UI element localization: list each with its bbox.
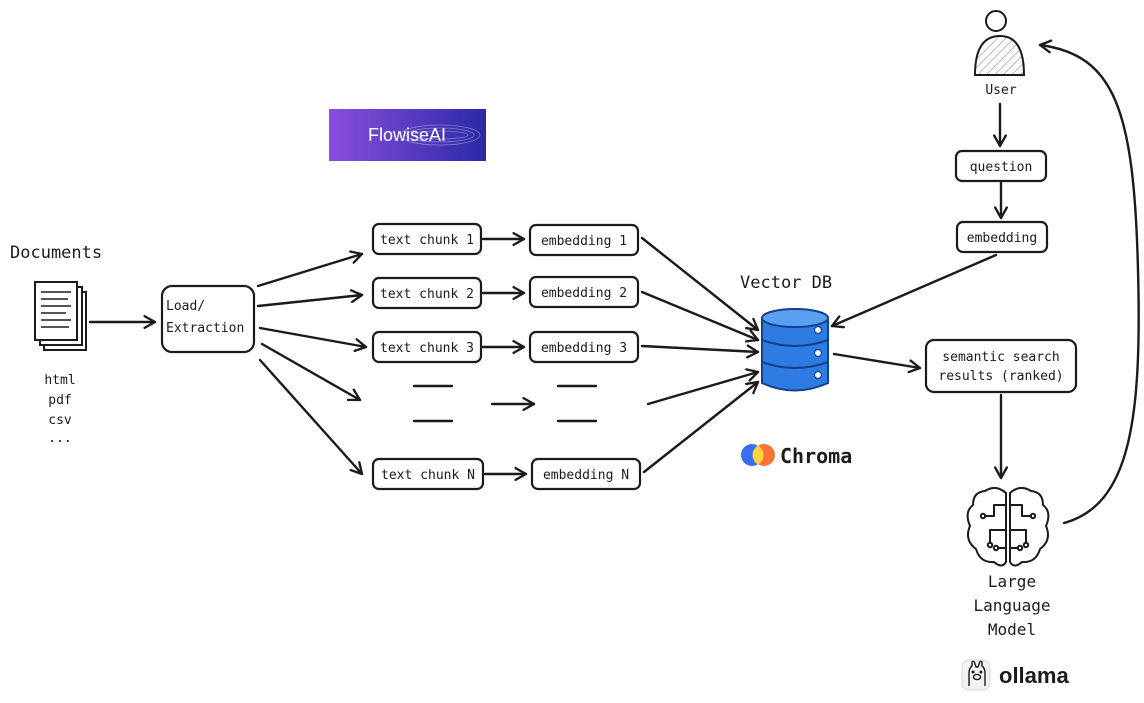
flowise-logo: FlowiseAI	[329, 109, 486, 161]
format-html: html	[44, 373, 75, 388]
arrow-emb2-to-db	[640, 290, 760, 343]
documents-group: Documents html pdf csv ...	[10, 243, 102, 446]
llm-line1: Large	[988, 572, 1036, 591]
question-label: question	[970, 160, 1033, 175]
text-chunk-2-label: text chunk 2	[380, 287, 474, 302]
text-chunk-3[interactable]: text chunk 3	[371, 330, 483, 364]
chroma-label: Chroma	[780, 444, 852, 468]
arrow-emb3-to-db	[640, 344, 760, 359]
arrow-load-to-chunk-ellipsis	[260, 342, 362, 402]
text-chunk-n[interactable]: text chunk N	[371, 457, 485, 491]
embedding-1-label: embedding 1	[541, 234, 627, 249]
user-label: User	[985, 83, 1016, 98]
format-csv: csv	[48, 413, 72, 428]
text-chunk-3-label: text chunk 3	[380, 341, 474, 356]
flowise-label: FlowiseAI	[368, 125, 446, 145]
ollama-logo: ollama	[961, 659, 1069, 691]
format-pdf: pdf	[48, 393, 71, 408]
ollama-label: ollama	[999, 663, 1069, 688]
vector-db-title: Vector DB	[740, 273, 832, 293]
brain-icon	[966, 487, 1050, 567]
load-extraction-box[interactable]: Load/ Extraction	[160, 284, 256, 354]
query-embedding-label: embedding	[967, 231, 1037, 246]
documents-title: Documents	[10, 243, 102, 263]
format-more: ...	[48, 431, 71, 446]
results-line2: results (ranked)	[938, 369, 1063, 384]
load-line2: Extraction	[166, 321, 244, 336]
arrow-load-to-chunk-3	[258, 326, 368, 353]
text-chunk-n-label: text chunk N	[381, 468, 475, 483]
arrow-llm-to-user	[1038, 39, 1140, 525]
arrow-embn-to-db	[642, 380, 760, 474]
llm-line2: Language	[973, 596, 1050, 615]
llm-line3: Model	[988, 620, 1036, 639]
chroma-logo: Chroma	[741, 444, 852, 468]
search-results-box[interactable]: semantic search results (ranked)	[924, 338, 1078, 394]
embedding-n[interactable]: embedding N	[530, 457, 642, 491]
results-line1: semantic search	[942, 350, 1059, 365]
embedding-2-label: embedding 2	[541, 286, 627, 301]
arrow-ellipsis-to-db	[646, 368, 760, 406]
arrow-load-to-chunk-n	[258, 358, 364, 476]
documents-icon	[34, 281, 87, 351]
arrow-load-to-chunk-2	[256, 289, 364, 308]
embedding-3[interactable]: embedding 3	[528, 330, 640, 364]
embedding-n-label: embedding N	[543, 468, 629, 483]
embedding-1[interactable]: embedding 1	[528, 223, 640, 257]
arrow-db-to-results	[832, 352, 922, 374]
text-chunk-1[interactable]: text chunk 1	[371, 222, 483, 256]
database-icon[interactable]	[761, 308, 829, 392]
arrow-emb1-to-db	[640, 236, 760, 332]
arrow-embedding-to-db	[830, 253, 998, 329]
ellipsis-row	[412, 384, 598, 423]
load-line1: Load/	[166, 299, 205, 314]
text-chunk-1-label: text chunk 1	[380, 233, 474, 248]
query-embedding-box[interactable]: embedding	[955, 220, 1049, 254]
user-icon	[973, 10, 1026, 76]
embedding-3-label: embedding 3	[541, 341, 627, 356]
arrow-load-to-chunk-1	[256, 250, 364, 288]
embedding-2[interactable]: embedding 2	[528, 275, 640, 309]
question-box[interactable]: question	[954, 149, 1048, 183]
text-chunk-2[interactable]: text chunk 2	[371, 276, 483, 310]
